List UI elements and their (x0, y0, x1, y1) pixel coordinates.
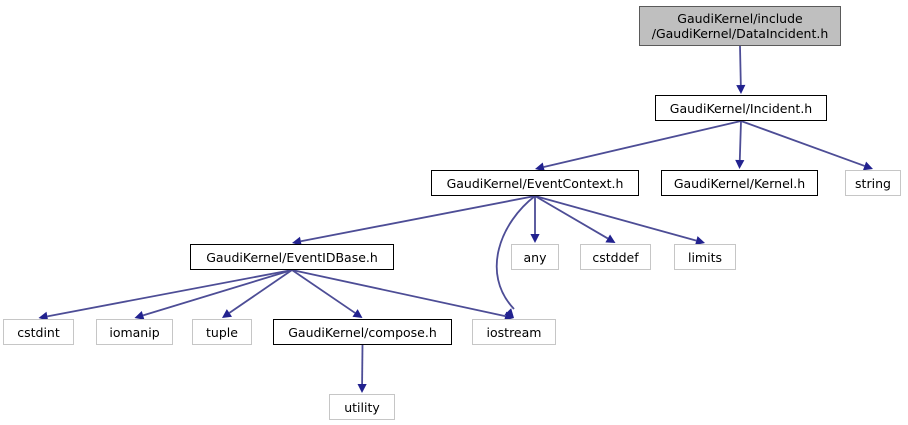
graph-edge-incident-to-eventcontext (543, 120, 742, 168)
graph-node-iostream[interactable]: iostream (472, 319, 556, 345)
graph-edge-eventidbase-to-iomanip (142, 269, 293, 317)
graph-edge-eventidbase-to-cstdint (47, 269, 293, 318)
graph-node-utility[interactable]: utility (329, 394, 395, 420)
graph-edge-eventidbase-to-tuple (228, 269, 293, 314)
graph-node-limits[interactable]: limits (674, 244, 736, 270)
graph-edge-eventcontext-to-limits (534, 195, 697, 242)
graph-node-eventidbase[interactable]: GaudiKernel/EventIDBase.h (190, 244, 394, 270)
graph-arrowhead-eventcontext-to-eventidbase (292, 236, 302, 246)
graph-arrowhead-eventidbase-to-iostream (504, 311, 514, 321)
graph-arrowhead-eventcontext-to-limits (695, 236, 705, 246)
graph-arrowhead-eventidbase-to-compose (352, 309, 363, 318)
graph-arrowhead-incident-to-string (862, 161, 873, 171)
graph-node-dataincident[interactable]: GaudiKernel/include /GaudiKernel/DataInc… (639, 6, 841, 46)
graph-edge-incident-to-string (740, 120, 865, 167)
graph-arrowhead-eventidbase-to-tuple (222, 309, 233, 318)
graph-arrowhead-eventidbase-to-cstdint (38, 311, 49, 321)
graph-arrowhead-compose-to-utility (357, 383, 367, 393)
graph-edge-eventidbase-to-iostream (291, 269, 506, 317)
graph-arrowhead-incident-to-eventcontext (535, 162, 545, 172)
graph-node-string[interactable]: string (845, 170, 901, 196)
graph-edge-eventcontext-to-iostream (495, 195, 536, 310)
graph-node-any[interactable]: any (511, 244, 559, 270)
graph-node-compose[interactable]: GaudiKernel/compose.h (273, 319, 452, 345)
graph-arrowhead-eventcontext-to-iostream (504, 308, 514, 318)
graph-node-iomanip[interactable]: iomanip (96, 319, 173, 345)
graph-edge-dataincident-to-incident (739, 45, 742, 86)
graph-node-cstddef[interactable]: cstddef (580, 244, 651, 270)
graph-arrowhead-eventcontext-to-any (530, 234, 540, 243)
graph-node-incident[interactable]: GaudiKernel/Incident.h (655, 95, 827, 121)
graph-edge-eventcontext-to-eventidbase (300, 195, 536, 243)
graph-edge-eventidbase-to-compose (291, 269, 356, 314)
graph-node-tuple[interactable]: tuple (192, 319, 252, 345)
graph-edge-incident-to-kernel (738, 120, 742, 161)
graph-arrowhead-eventcontext-to-cstddef (605, 234, 616, 243)
graph-node-eventcontext[interactable]: GaudiKernel/EventContext.h (431, 170, 639, 196)
graph-arrowhead-dataincident-to-incident (736, 84, 746, 94)
graph-node-kernel[interactable]: GaudiKernel/Kernel.h (661, 170, 818, 196)
graph-arrowhead-eventidbase-to-iomanip (134, 310, 145, 320)
graph-edge-eventcontext-to-cstddef (534, 195, 609, 240)
graph-node-cstdint[interactable]: cstdint (3, 319, 74, 345)
graph-arrowhead-incident-to-kernel (735, 159, 745, 169)
